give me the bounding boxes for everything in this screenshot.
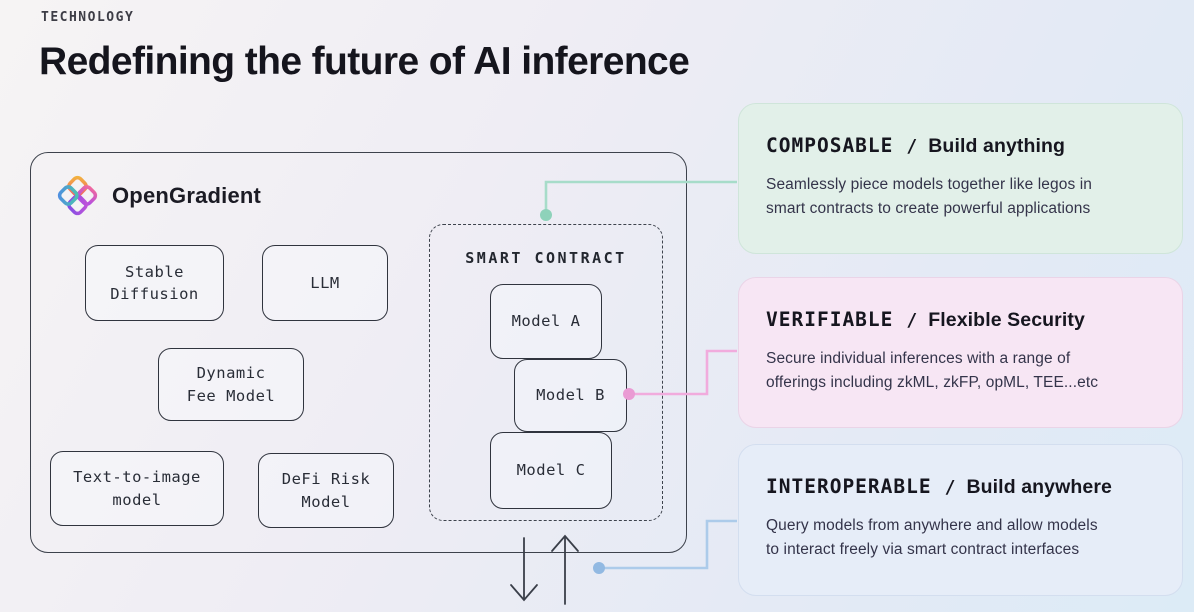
card-heading: VERIFIABLE / Flexible Security (766, 308, 1156, 332)
model-box-dynamic-fee: Dynamic Fee Model (158, 348, 304, 421)
slash-separator: / (906, 310, 918, 331)
model-box-b: Model B (514, 359, 627, 432)
eyebrow-label: TECHNOLOGY (41, 10, 135, 25)
card-composable: COMPOSABLE / Build anything Seamlessly p… (738, 103, 1183, 254)
brand-name: OpenGradient (112, 182, 262, 208)
model-box-label: Dynamic Fee Model (186, 364, 276, 405)
card-subtitle: Build anything (928, 135, 1066, 157)
card-subtitle: Flexible Security (928, 309, 1085, 331)
model-box-defi-risk: DeFi Risk Model (258, 453, 394, 528)
card-heading: COMPOSABLE / Build anything (766, 134, 1156, 158)
model-box-stable-diffusion: Stable Diffusion (85, 245, 224, 321)
card-interoperable: INTEROPERABLE / Build anywhere Query mod… (738, 444, 1183, 596)
card-body: Query models from anywhere and allow mod… (766, 517, 1098, 559)
smart-contract-label: SMART CONTRACT (465, 249, 627, 267)
card-heading: INTEROPERABLE / Build anywhere (766, 475, 1156, 499)
model-box-label: Model C (516, 461, 586, 480)
card-body: Seamlessly piece models together like le… (766, 176, 1092, 218)
model-box-label: LLM (310, 273, 340, 292)
card-tag: COMPOSABLE (766, 134, 894, 157)
opengradient-diagram-panel: OpenGradient Stable Diffusion LLM Dynami… (30, 152, 687, 553)
model-box-c: Model C (490, 432, 612, 509)
slash-separator: / (944, 477, 956, 498)
brand: OpenGradient (54, 172, 261, 219)
slash-separator: / (906, 136, 918, 157)
card-body: Secure individual inferences with a rang… (766, 350, 1099, 392)
page-title: Redefining the future of AI inference (39, 40, 690, 83)
model-box-llm: LLM (262, 245, 388, 321)
opengradient-logo-icon (57, 175, 98, 216)
card-tag: INTEROPERABLE (766, 475, 932, 498)
model-box-label: Model A (511, 312, 581, 331)
card-verifiable: VERIFIABLE / Flexible Security Secure in… (738, 277, 1183, 428)
smart-contract-group: SMART CONTRACT Model A Model B Model C (429, 224, 663, 521)
interoperable-connector-dot (593, 562, 605, 574)
model-box-label: DeFi Risk Model (281, 470, 371, 511)
model-box-text-to-image: Text-to-image model (50, 451, 224, 526)
model-box-label: Text-to-image model (73, 468, 201, 509)
model-box-label: Stable Diffusion (110, 262, 199, 303)
card-subtitle: Build anywhere (966, 476, 1112, 498)
model-box-a: Model A (490, 284, 602, 359)
model-box-label: Model B (536, 386, 605, 405)
card-tag: VERIFIABLE (766, 308, 894, 331)
